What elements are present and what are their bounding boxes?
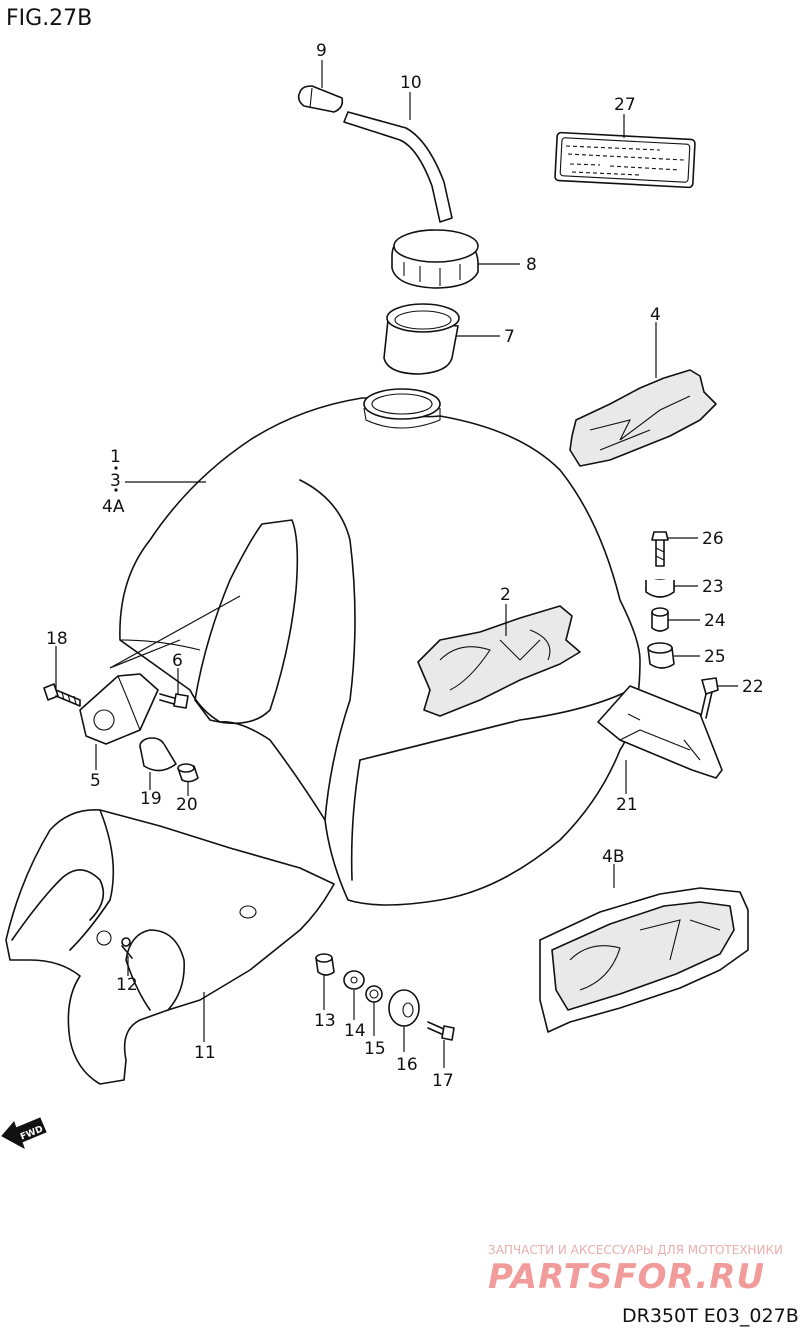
callout-6: 6	[172, 651, 183, 671]
callout-2: 2	[500, 585, 511, 605]
part-7-filler-ring	[383, 303, 460, 375]
part-17-bolt	[427, 1021, 455, 1041]
callout-7: 7	[504, 327, 515, 347]
part-11-shroud	[5, 809, 335, 1085]
callout-14: 14	[344, 1021, 366, 1041]
fwd-direction-marker: FWD	[1, 1117, 47, 1150]
callout-10: 10	[400, 73, 422, 93]
part-1-fuel-tank	[119, 388, 641, 906]
callout-20: 20	[176, 795, 198, 815]
part-26-bolt	[651, 531, 669, 567]
callout-5: 5	[90, 771, 101, 791]
part-16-cushion	[388, 989, 420, 1027]
watermark-tagline: ЗАПЧАСТИ И АКСЕССУАРЫ ДЛЯ МОТОТЕХНИКИ	[488, 1243, 783, 1257]
part-27-warning-label	[554, 131, 696, 189]
callout-19: 19	[140, 789, 162, 809]
callout-12: 12	[116, 975, 138, 995]
part-12-screw	[121, 937, 133, 959]
callout-27: 27	[614, 95, 636, 115]
callout-4a: 4A	[102, 497, 125, 517]
part-14-washer	[343, 970, 365, 990]
fwd-arrow-icon	[1, 1117, 47, 1150]
part-20-collar	[177, 763, 199, 783]
part-22-bolt	[699, 677, 719, 721]
part-24-collar	[651, 607, 669, 632]
callout-3: 3	[110, 471, 121, 491]
callout-8: 8	[526, 255, 537, 275]
part-2-tank-decal	[417, 605, 581, 717]
callout-1: 1	[110, 447, 121, 467]
part-8-fuel-cap	[391, 229, 479, 289]
callout-22: 22	[742, 677, 764, 697]
callout-24: 24	[704, 611, 726, 631]
part-18-bolt	[43, 683, 81, 707]
part-4-shroud-decal	[569, 369, 717, 467]
watermark-brand: PARTSFOR.RU	[488, 1257, 765, 1297]
part-6-bolt	[159, 693, 189, 709]
callout-15: 15	[364, 1039, 386, 1059]
callout-25: 25	[704, 647, 726, 667]
callout-26: 26	[702, 529, 724, 549]
sheet-code: DR350T E03_027B	[622, 1305, 799, 1327]
part-23-cushion	[645, 579, 675, 598]
part-25-grommet	[647, 642, 675, 669]
callout-17: 17	[432, 1071, 454, 1091]
callout-9: 9	[316, 41, 327, 61]
callout-21: 21	[616, 795, 638, 815]
callout-18: 18	[46, 629, 68, 649]
part-13-collar	[315, 953, 335, 976]
part-4b-side-decal	[539, 887, 749, 1033]
callout-11: 11	[194, 1043, 216, 1063]
figure-title: FIG.27B	[6, 6, 92, 31]
part-5-bracket	[79, 673, 159, 745]
watermark: ЗАПЧАСТИ И АКСЕССУАРЫ ДЛЯ МОТОТЕХНИКИ PA…	[488, 1243, 783, 1297]
part-19-cushion	[139, 737, 177, 772]
callout-13: 13	[314, 1011, 336, 1031]
part-21-tank-bracket	[597, 685, 723, 779]
part-15-washer	[365, 985, 383, 1003]
callout-23: 23	[702, 577, 724, 597]
callout-16: 16	[396, 1055, 418, 1075]
part-10-breather-hose	[343, 111, 453, 223]
callout-4b: 4B	[602, 847, 624, 867]
callout-4: 4	[650, 305, 661, 325]
callouts: 9 10 27 8 7 4 1 3 4A 2 26 23 24 25 22 18…	[46, 41, 764, 1091]
part-9-breather-fitting	[297, 85, 344, 113]
leader-lines	[55, 60, 738, 1068]
